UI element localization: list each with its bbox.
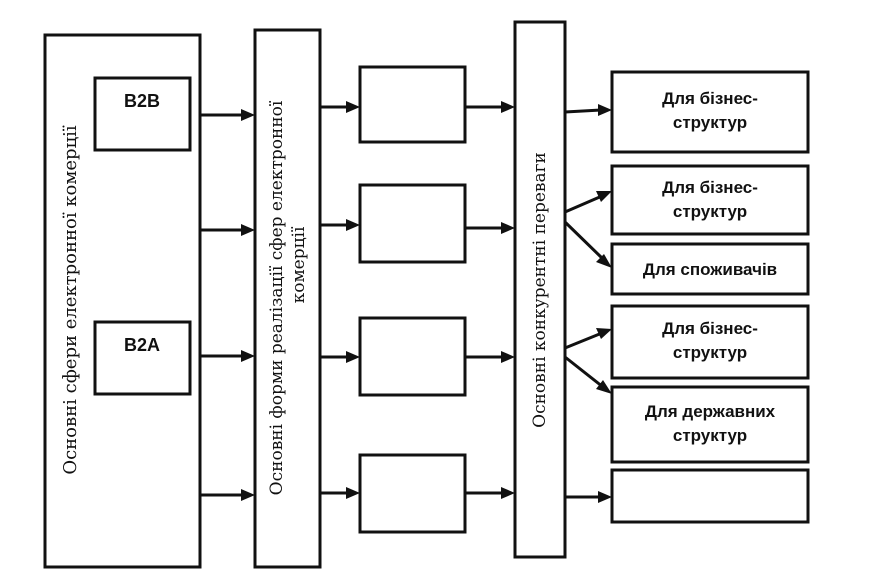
sphere-box-b2b [93, 76, 192, 152]
target-box-1 [610, 70, 810, 154]
form-box-3 [358, 316, 467, 397]
arrowhead-box-advantages-3 [501, 351, 515, 363]
target-5-line1: Для державних [645, 402, 776, 421]
arrowhead-advantages-target-4 [596, 328, 612, 339]
arrow-advantages-target-4 [564, 331, 603, 350]
arrowhead-spheres-forms-1 [241, 109, 255, 121]
target-box-6 [610, 468, 810, 524]
advantages-column-box [513, 20, 567, 559]
arrowhead-spheres-forms-2 [241, 224, 255, 236]
form-box-2 [358, 183, 467, 264]
sphere-box-b2a [93, 320, 192, 396]
targets-column: Для бізнес- структур Для бізнес- структу… [610, 70, 810, 524]
target-3-line1: Для споживачів [643, 260, 777, 279]
arrowhead-box-advantages-1 [501, 101, 515, 113]
target-4-line1: Для бізнес- [662, 319, 758, 338]
sphere-label-b2b: B2B [124, 91, 160, 111]
form-box-4 [358, 453, 467, 534]
arrowhead-box-advantages-2 [501, 222, 515, 234]
arrow-advantages-target-3 [563, 220, 605, 261]
target-2-line1: Для бізнес- [662, 178, 758, 197]
target-box-5 [610, 385, 810, 464]
spheres-column-title: Основні сфери електронної комерції [60, 125, 81, 475]
arrowhead-spheres-forms-3 [241, 350, 255, 362]
forms-column-title-line2: комерції [289, 226, 309, 303]
target-4-line2: структур [673, 343, 747, 362]
forms-items [358, 65, 467, 534]
arrow-advantages-target-2 [564, 194, 603, 214]
arrowhead-forms-box-3 [346, 351, 360, 363]
target-box-2 [610, 164, 810, 236]
connector-arrows [200, 101, 612, 503]
target-5-line2: структур [673, 426, 747, 445]
arrow-advantages-target-1 [564, 108, 602, 114]
arrowhead-box-advantages-4 [501, 487, 515, 499]
forms-column-box [253, 28, 322, 569]
target-box-4 [610, 304, 810, 380]
arrowhead-forms-box-2 [346, 219, 360, 231]
spheres-column: Основні сфери електронної комерції B2B B… [43, 33, 202, 569]
target-box-3 [610, 242, 810, 296]
target-1-line2: структур [673, 113, 747, 132]
target-1-line1: Для бізнес- [662, 89, 758, 108]
arrow-advantages-target-5 [564, 355, 604, 389]
arrowhead-spheres-forms-4 [241, 489, 255, 501]
form-box-1 [358, 65, 467, 144]
advantages-column-title: Основні конкурентні переваги [530, 152, 550, 428]
sphere-label-b2a: B2A [124, 335, 160, 355]
forms-column-title-line1: Основні форми реалізації сфер електронно… [267, 100, 287, 495]
arrowhead-forms-box-4 [346, 487, 360, 499]
forms-column: Основні форми реалізації сфер електронно… [253, 28, 322, 569]
arrowhead-advantages-target-1 [598, 104, 612, 116]
advantages-column: Основні конкурентні переваги [513, 20, 567, 559]
arrowhead-advantages-target-3b [596, 254, 612, 268]
arrowhead-forms-box-1 [346, 101, 360, 113]
arrowhead-advantages-target-2 [596, 191, 612, 202]
target-2-line2: структур [673, 202, 747, 221]
arrowhead-advantages-target-5 [596, 380, 612, 394]
arrowhead-advantages-target-6 [598, 491, 612, 503]
